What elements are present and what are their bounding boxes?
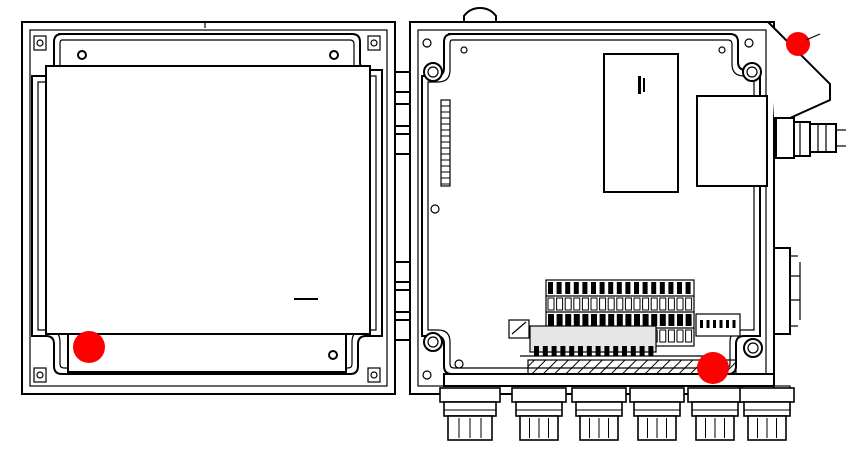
- terminal-slot: [685, 329, 693, 343]
- lower-pin: [586, 346, 592, 356]
- cable-gland: [687, 387, 743, 441]
- terminal-slot: [642, 297, 650, 311]
- terminal-pin: [582, 314, 589, 326]
- terminal-pin: [548, 282, 553, 294]
- terminal-pin: [616, 314, 623, 326]
- terminal-pin: [573, 282, 579, 294]
- lower-pin: [622, 346, 627, 356]
- terminal-slot: [667, 329, 675, 343]
- lower-pin: [604, 346, 610, 356]
- cable-gland: [511, 387, 567, 441]
- display-module: [603, 53, 679, 193]
- enclosure-body: [409, 6, 846, 441]
- lower-pin: [613, 346, 619, 356]
- lower-pin: [560, 346, 566, 356]
- marker-enclosure-top-right: [786, 32, 810, 56]
- terminal-slot: [650, 297, 658, 311]
- terminal-pin: [608, 314, 615, 326]
- header-pin: [706, 320, 710, 328]
- marker-door-lower-left: [73, 331, 105, 363]
- cable-gland: [739, 387, 795, 441]
- terminal-slot: [581, 297, 589, 311]
- side-bracket: [773, 247, 801, 335]
- lower-pin: [630, 346, 636, 356]
- header-pin: [700, 320, 703, 328]
- power-module: [696, 95, 768, 187]
- terminal-slot: [556, 297, 564, 311]
- terminal-pin: [599, 314, 606, 326]
- hinges: [394, 71, 411, 341]
- terminal-slot: [676, 329, 684, 343]
- terminal-slot: [599, 297, 607, 311]
- terminal-slot: [685, 297, 693, 311]
- terminal-pin: [565, 314, 572, 326]
- lower-pin: [534, 346, 539, 356]
- terminal-pin: [599, 282, 605, 294]
- terminal-slot: [616, 297, 624, 311]
- cable-gland: [571, 387, 627, 441]
- terminal-pin: [651, 314, 658, 326]
- terminal-pin: [634, 314, 640, 326]
- terminal-pin: [677, 314, 683, 326]
- lower-pin: [542, 346, 548, 356]
- display-label-mark: [638, 76, 645, 94]
- ribbon-connector: [440, 99, 451, 187]
- enclosure-door: [21, 21, 396, 395]
- terminal-pin: [591, 282, 596, 294]
- terminal-pin: [582, 282, 588, 294]
- terminal-pin: [616, 282, 622, 294]
- lower-pin: [569, 346, 575, 356]
- terminal-slot: [659, 329, 667, 343]
- terminal-slot: [659, 297, 667, 311]
- terminal-slot: [590, 297, 598, 311]
- terminal-slot: [676, 297, 684, 311]
- header-pin: [719, 320, 723, 328]
- cable-glands: [439, 387, 795, 441]
- header-connector: [695, 313, 741, 337]
- terminal-pin: [556, 314, 563, 326]
- terminal-pin: [642, 282, 648, 294]
- terminal-pin: [685, 314, 692, 326]
- terminal-slot: [547, 297, 555, 311]
- terminal-slot: [564, 297, 572, 311]
- lower-pin: [595, 346, 601, 356]
- terminal-slot: [624, 297, 632, 311]
- terminal-block: [508, 279, 741, 357]
- header-pin: [726, 320, 729, 328]
- terminal-pin: [556, 282, 562, 294]
- terminal-pin: [591, 314, 597, 326]
- terminal-slot: [667, 297, 675, 311]
- terminal-pin: [659, 314, 666, 326]
- door-screws: [33, 35, 381, 383]
- lower-pin: [648, 346, 654, 356]
- terminal-slot: [607, 297, 615, 311]
- body-screws: [422, 38, 763, 380]
- markers: [73, 32, 821, 384]
- terminal-pin: [634, 282, 639, 294]
- terminal-pin: [573, 314, 580, 326]
- terminal-pin: [548, 314, 554, 326]
- terminal-pin: [677, 282, 682, 294]
- marker-terminal-lower-right: [697, 352, 729, 384]
- terminal-pin: [685, 282, 691, 294]
- terminal-pin: [659, 282, 665, 294]
- terminal-pin: [625, 314, 632, 326]
- terminal-pin: [651, 282, 657, 294]
- terminal-pin: [668, 282, 674, 294]
- lower-pin: [551, 346, 557, 356]
- lower-pin: [639, 346, 645, 356]
- terminal-pin: [565, 282, 571, 294]
- cable-gland: [439, 387, 501, 441]
- terminal-slot: [573, 297, 581, 311]
- terminal-pin: [608, 282, 614, 294]
- terminal-pin: [642, 314, 649, 326]
- header-pin: [713, 320, 716, 328]
- lower-pin: [578, 346, 583, 356]
- terminal-pin: [668, 314, 675, 326]
- cable-gland: [629, 387, 685, 441]
- terminal-pin: [625, 282, 631, 294]
- header-pin: [732, 320, 736, 328]
- terminal-slot: [633, 297, 641, 311]
